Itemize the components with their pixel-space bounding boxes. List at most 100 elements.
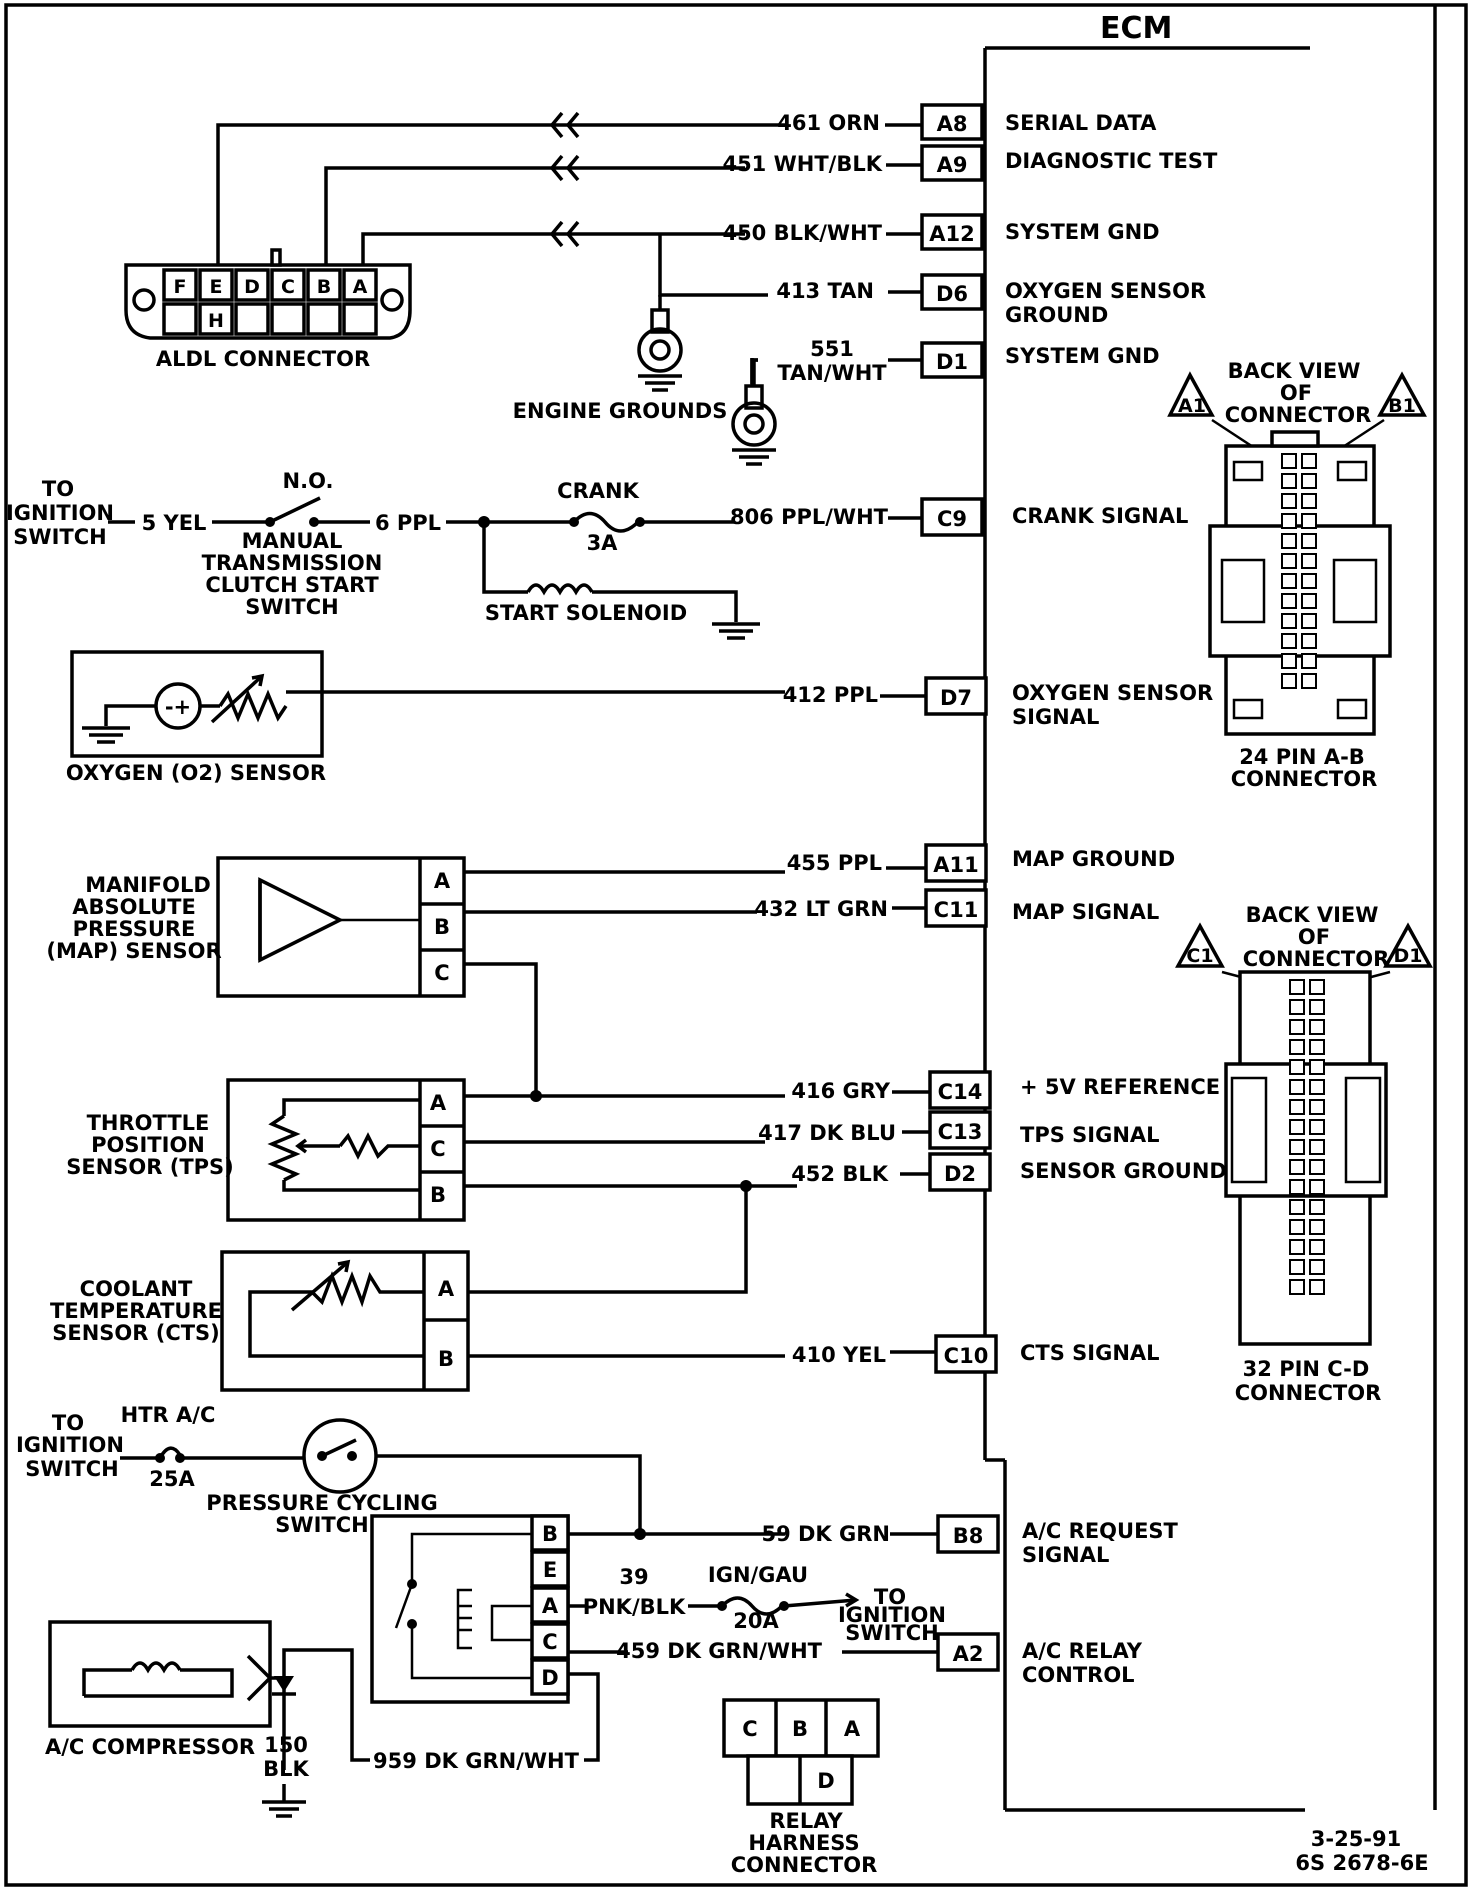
tps-label-1: THROTTLE — [87, 1111, 210, 1135]
cd-label-2: CONNECTOR — [1235, 1381, 1382, 1405]
footer-date: 3-25-91 — [1311, 1827, 1402, 1851]
tag-d1: D1 — [1394, 945, 1423, 967]
ac-compressor-label: A/C COMPRESSOR — [45, 1735, 255, 1759]
aldl-cavity-b: B — [317, 276, 331, 298]
crank-to-ign-2: IGNITION — [6, 501, 114, 525]
wire-label-a8: 461 ORN — [777, 111, 880, 135]
pcs-label-1: PRESSURE CYCLING — [206, 1491, 437, 1515]
connector-cavity — [1301, 453, 1317, 469]
connector-cavity — [1309, 1259, 1325, 1275]
crank-circuit: TO IGNITION SWITCH 5 YEL N.O. MANUAL TRA… — [6, 469, 922, 640]
pin-box-a8 — [920, 103, 984, 141]
relay-pin-a: A — [542, 1594, 559, 1618]
connector-cavity — [1301, 533, 1317, 549]
map-pin-c: C — [434, 961, 449, 985]
crank-fuse-rating: 3A — [587, 531, 619, 555]
connector-cavity — [1289, 1119, 1305, 1135]
pin-a8: A8 — [937, 112, 968, 136]
pin-d1: D1 — [936, 350, 968, 374]
pcs-label-2: SWITCH — [275, 1513, 368, 1537]
connector-cavity — [1301, 593, 1317, 609]
wire-label-c14: 416 GRY — [791, 1079, 890, 1103]
signal-d7-line2: SIGNAL — [1012, 705, 1099, 729]
pin-d7: D7 — [940, 686, 972, 710]
wire-5yel: 5 YEL — [142, 511, 207, 535]
connector-cavity — [1289, 999, 1305, 1015]
ab-back-view-3: CONNECTOR — [1225, 403, 1372, 427]
connector-cavity — [1289, 1139, 1305, 1155]
connector-cavity — [1309, 1059, 1325, 1075]
connector-cavity — [1289, 1059, 1305, 1075]
gnd-wire-num: 150 — [264, 1733, 308, 1757]
wire-label-d1: 551 — [810, 337, 854, 361]
pin-box-a12 — [920, 213, 984, 251]
connector-cavity — [1301, 493, 1317, 509]
cts-pin-b: B — [438, 1347, 454, 1371]
connector-cavity — [1289, 1019, 1305, 1035]
ac-circuit: TO IGNITION SWITCH HTR A/C 25A PRESSURE … — [16, 1403, 946, 1877]
aldl-label: ALDL CONNECTOR — [156, 347, 370, 371]
connector-cavity — [1289, 1199, 1305, 1215]
wire-label-d6: 413 TAN — [776, 279, 874, 303]
connector-cavity — [1309, 1119, 1325, 1135]
pin-box-c9 — [920, 497, 984, 537]
clutch-switch-label-4: SWITCH — [245, 595, 338, 619]
connector-cavity — [1309, 1239, 1325, 1255]
cts-label-2: TEMPERATURE — [50, 1299, 222, 1323]
signal-d2: SENSOR GROUND — [1020, 1159, 1227, 1183]
cd-back-view-2: OF — [1298, 925, 1330, 949]
connector-cavity — [1281, 573, 1297, 589]
cd-label-1: 32 PIN C-D — [1243, 1357, 1370, 1381]
map-pin-b: B — [434, 915, 450, 939]
map-label-4: (MAP) SENSOR — [46, 939, 221, 963]
connector-cavity — [1289, 1039, 1305, 1055]
connector-cavity — [1289, 1079, 1305, 1095]
pin-d6: D6 — [936, 282, 968, 306]
connector-cavity — [1289, 979, 1305, 995]
map-label-1: MANIFOLD — [85, 873, 211, 897]
relay-harness-label-2: HARNESS — [748, 1831, 859, 1855]
map-label-3: PRESSURE — [73, 917, 196, 941]
connector-cavity — [1309, 979, 1325, 995]
tag-b1: B1 — [1388, 395, 1416, 417]
connector-cavity — [1289, 1099, 1305, 1115]
connector-cavity — [1309, 1219, 1325, 1235]
connector-cavity — [1281, 513, 1297, 529]
connector-cavity — [1281, 453, 1297, 469]
connector-cavity — [1301, 573, 1317, 589]
aldl-cavity-f: F — [174, 276, 187, 298]
signal-a12: SYSTEM GND — [1005, 220, 1160, 244]
connector-cavity — [1309, 1279, 1325, 1295]
signal-c13: TPS SIGNAL — [1020, 1123, 1160, 1147]
ab-label-2: CONNECTOR — [1231, 767, 1378, 791]
crank-fuse-label: CRANK — [557, 479, 639, 503]
connector-cavity — [1309, 1099, 1325, 1115]
pin-box-c13 — [928, 1110, 992, 1150]
connector-cavity — [1309, 1079, 1325, 1095]
pin-box-c11 — [924, 888, 988, 928]
footer-code: 6S 2678-6E — [1295, 1851, 1428, 1875]
pin-box-a9 — [920, 144, 984, 182]
pin-a12: A12 — [929, 222, 974, 246]
aldl-cavity-h: H — [208, 310, 224, 332]
connector-cavity — [1301, 653, 1317, 669]
wire-959: 959 DK GRN/WHT — [373, 1749, 580, 1773]
signal-c11: MAP SIGNAL — [1012, 900, 1159, 924]
connector-cavity — [1289, 1239, 1305, 1255]
pin-box-a11 — [924, 843, 988, 883]
connector-cavity — [1281, 593, 1297, 609]
wire-label-c11: 432 LT GRN — [754, 897, 888, 921]
aldl-cavity-d: D — [244, 276, 260, 298]
connector-cavity — [1309, 1199, 1325, 1215]
wire-label-d1-line2: TAN/WHT — [777, 361, 887, 385]
connector-24pin-ab: BACK VIEW OF CONNECTOR A1 B1 24 PIN A-B … — [1167, 359, 1427, 791]
to-ign-b-1: TO — [874, 1585, 906, 1609]
connector-cavity — [1281, 673, 1297, 689]
pin-d2: D2 — [944, 1162, 976, 1186]
connector-cavity — [1281, 613, 1297, 629]
tps-pin-c: C — [430, 1137, 445, 1161]
relay-harness-d: D — [817, 1769, 834, 1793]
ab-back-view-1: BACK VIEW — [1228, 359, 1361, 383]
tps-pin-b: B — [430, 1183, 446, 1207]
